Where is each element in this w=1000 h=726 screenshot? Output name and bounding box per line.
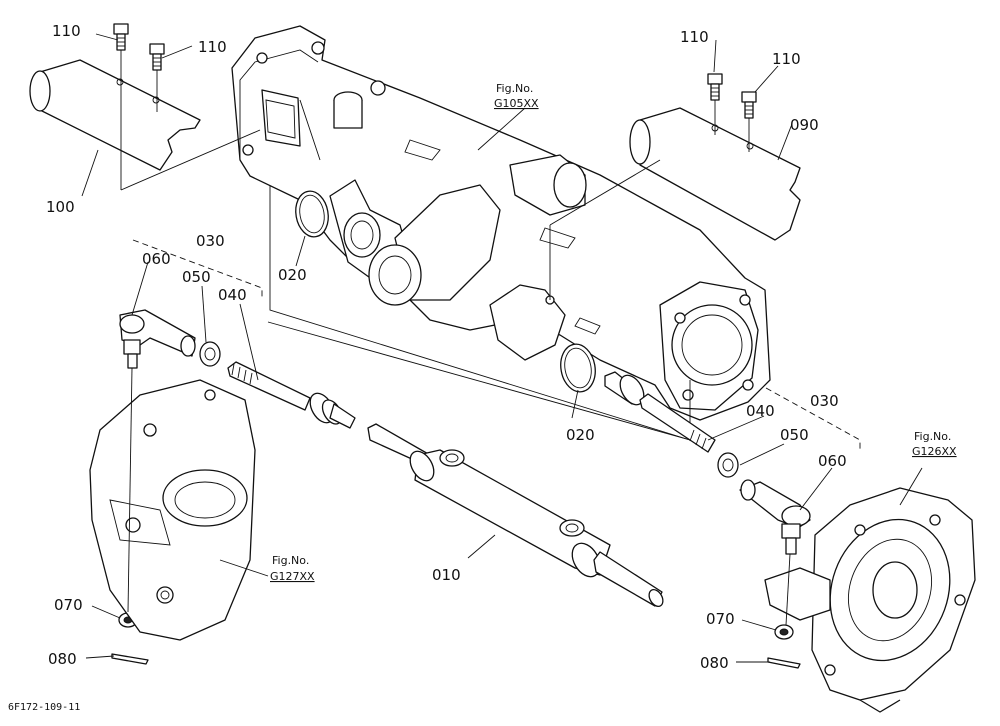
figref-g126-line1: Fig.No. [914, 430, 951, 443]
callout-110-d: 110 [772, 50, 801, 68]
callout-110-a: 110 [52, 22, 81, 40]
castle-nut-070-right [774, 624, 794, 640]
callout-080-a: 080 [48, 650, 77, 668]
callout-040-b: 040 [746, 402, 775, 420]
callout-030-b: 030 [810, 392, 839, 410]
callout-100: 100 [46, 198, 75, 216]
callout-050-a: 050 [182, 268, 211, 286]
bolt-110-b [149, 43, 165, 71]
tie-rod-end-left [119, 309, 196, 369]
gear-case-left [89, 379, 256, 641]
tie-rod-right [604, 371, 716, 453]
callout-060-b: 060 [818, 452, 847, 470]
callout-090: 090 [790, 116, 819, 134]
bolt-110-d [741, 91, 757, 119]
steering-cylinder [367, 423, 664, 608]
callout-070-a: 070 [54, 596, 83, 614]
figref-g105-line1: Fig.No. [496, 82, 533, 95]
gear-case-right [764, 487, 976, 713]
callout-020-b: 020 [566, 426, 595, 444]
callout-080-b: 080 [700, 654, 729, 672]
bolt-110-c [707, 73, 723, 101]
cotter-pin-080-left [111, 653, 149, 665]
bolt-110-a [113, 23, 129, 51]
tie-rod-end-right [739, 479, 811, 555]
drawing-code: 6F172-109-11 [8, 702, 80, 713]
callout-060-a: 060 [142, 250, 171, 268]
callout-110-c: 110 [680, 28, 709, 46]
cotter-pin-080-right [767, 657, 801, 669]
figref-g105-line2: G105XX [494, 97, 539, 110]
nut-050-right [717, 452, 739, 478]
callout-010: 010 [432, 566, 461, 584]
callout-040-a: 040 [218, 286, 247, 304]
nut-050-left [199, 341, 221, 367]
figref-g127-line1: Fig.No. [272, 554, 309, 567]
callout-110-b: 110 [198, 38, 227, 56]
figref-g126-line2: G126XX [912, 445, 957, 458]
callout-030-a: 030 [196, 232, 225, 250]
figref-g127-line2: G127XX [270, 570, 315, 583]
callout-070-b: 070 [706, 610, 735, 628]
callout-020-a: 020 [278, 266, 307, 284]
cover-left [29, 59, 201, 171]
snap-ring-right [560, 343, 596, 393]
axle-housing [231, 25, 771, 441]
cover-right [629, 107, 801, 241]
tie-rod-left [227, 361, 356, 429]
callout-050-b: 050 [780, 426, 809, 444]
